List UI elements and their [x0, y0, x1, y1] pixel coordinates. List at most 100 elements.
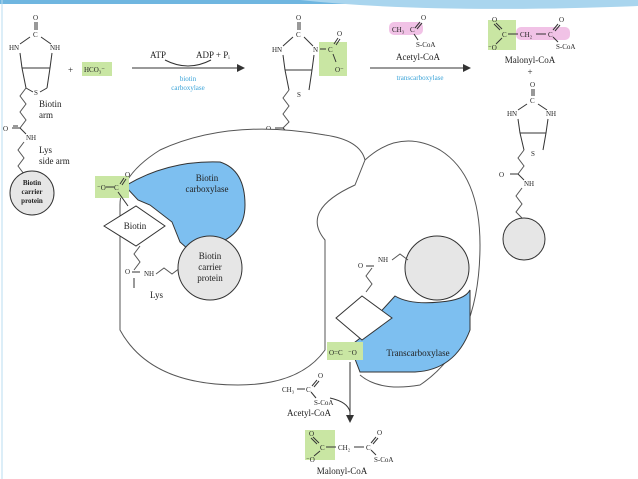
biotin-carboxylase-label-2: carboxylase [186, 184, 229, 194]
bond-line [537, 103, 548, 111]
biotin-carboxylase-enzyme-label-1: biotin [180, 75, 197, 83]
carrier-label-2: carrier [22, 188, 43, 196]
top-accent-swoosh [300, 0, 638, 9]
ch3-top: CH₃ [392, 26, 405, 34]
bond-line [545, 118, 549, 134]
chem-label: NH [50, 44, 60, 52]
ch3-bottom: CH₃ [282, 386, 295, 394]
chem-label: S-CoA [556, 43, 575, 51]
regenerated-biotin-structure: O C HN NH S O NH [499, 81, 556, 219]
bond-line [310, 437, 318, 445]
carboxyl-highlight-middle [319, 42, 347, 76]
hco3-highlight [82, 62, 112, 76]
transcarboxylase-enzyme-label: transcarboxylase [396, 74, 443, 82]
biotin-carrier-protein-center [177, 235, 243, 301]
chem-label: HN [9, 44, 19, 52]
bond-line [282, 54, 286, 71]
plus-sign: + [68, 65, 73, 75]
carrier-label-1: Biotin [23, 179, 41, 187]
chem-label: CH₂ [520, 31, 533, 39]
chem-label: C [530, 97, 535, 105]
bond-line [332, 53, 337, 63]
bond-line [552, 36, 559, 43]
bond-line [25, 87, 34, 93]
chem-label: S-CoA [416, 41, 435, 49]
bond-line [495, 37, 503, 45]
bond-line [517, 103, 528, 111]
bond-line [310, 391, 317, 399]
chem-label: C [502, 31, 507, 39]
chem-label: ⁻O [348, 349, 357, 357]
bond-line [311, 54, 315, 71]
chem-label: NH [26, 134, 36, 142]
biotin-block-left [103, 205, 166, 247]
chem-label: S-CoA [374, 456, 393, 464]
chem-label: O [358, 262, 363, 270]
chem-label: CH₂ [338, 444, 351, 452]
malonyl-highlight-bottom [305, 430, 335, 460]
lys-side-arm-label-2: side arm [39, 156, 70, 166]
bond-line [414, 21, 421, 29]
bond-line [517, 149, 525, 175]
bond-line [365, 267, 373, 293]
bond-line [17, 141, 25, 175]
bond-line [493, 23, 501, 31]
bond-line [19, 127, 27, 135]
chem-label: ⁻O [97, 184, 106, 192]
bond-line [117, 191, 129, 207]
chem-label: NH [144, 270, 154, 278]
chem-label: ⁻O [488, 44, 497, 52]
chem-label: C [296, 31, 301, 39]
bond-line [519, 132, 525, 151]
acetyl-join-curve [329, 397, 351, 413]
bond-line [282, 36, 294, 47]
chem-label: O [296, 14, 301, 22]
bond-line [19, 87, 27, 129]
biotin-carboxylase-enzyme-label-2: carboxylase [171, 84, 204, 92]
bond-line [542, 132, 547, 151]
biotin-carrier-protein-right-complex [404, 235, 470, 301]
bond-line [21, 67, 27, 89]
bond-line [282, 89, 290, 129]
chem-label: C [114, 184, 119, 192]
label-o-top: O [33, 14, 38, 22]
bond-line [416, 22, 423, 30]
bond-line [370, 449, 377, 456]
bond-line [40, 36, 52, 45]
top-accent-bar [0, 0, 638, 4]
chem-label: C [328, 46, 333, 54]
biotin-label: Biotin [124, 221, 147, 231]
malonyl-coa-label-top: Malonyl-CoA [505, 55, 556, 65]
acetyl-coa-label-bottom: Acetyl-CoA [287, 408, 331, 418]
chem-label: O [125, 171, 130, 179]
bond-line [335, 38, 341, 46]
bond-line [39, 87, 48, 93]
bond-line [284, 69, 290, 91]
bond-line [49, 52, 53, 69]
chem-label: HN [272, 46, 282, 54]
chem-label: O [559, 16, 564, 24]
bond-line [517, 173, 525, 181]
bond-line [333, 37, 339, 45]
center-carrier-label-1: Biotin [199, 251, 222, 261]
bond-line [495, 22, 503, 30]
adp-pi-label: ADP + Pᵢ [196, 50, 230, 60]
chem-label: N [313, 46, 318, 54]
chem-label: S [297, 91, 301, 99]
bond-line [19, 36, 31, 45]
bond-line [313, 450, 321, 457]
bond-line [515, 187, 523, 219]
bond-line [19, 52, 23, 69]
bond-line [303, 36, 314, 47]
chem-label: O⁻ [335, 66, 344, 74]
bond-line [133, 245, 141, 271]
malonyl-highlight-green-top [488, 20, 516, 50]
chem-label: NH [378, 256, 388, 264]
transcarboxylase-domain [349, 289, 471, 373]
atp-curve [164, 59, 212, 67]
chem-label: ⁻O [306, 456, 315, 464]
bond-line [517, 118, 521, 134]
transcarboxylase-label: Transcarboxylase [386, 348, 449, 358]
